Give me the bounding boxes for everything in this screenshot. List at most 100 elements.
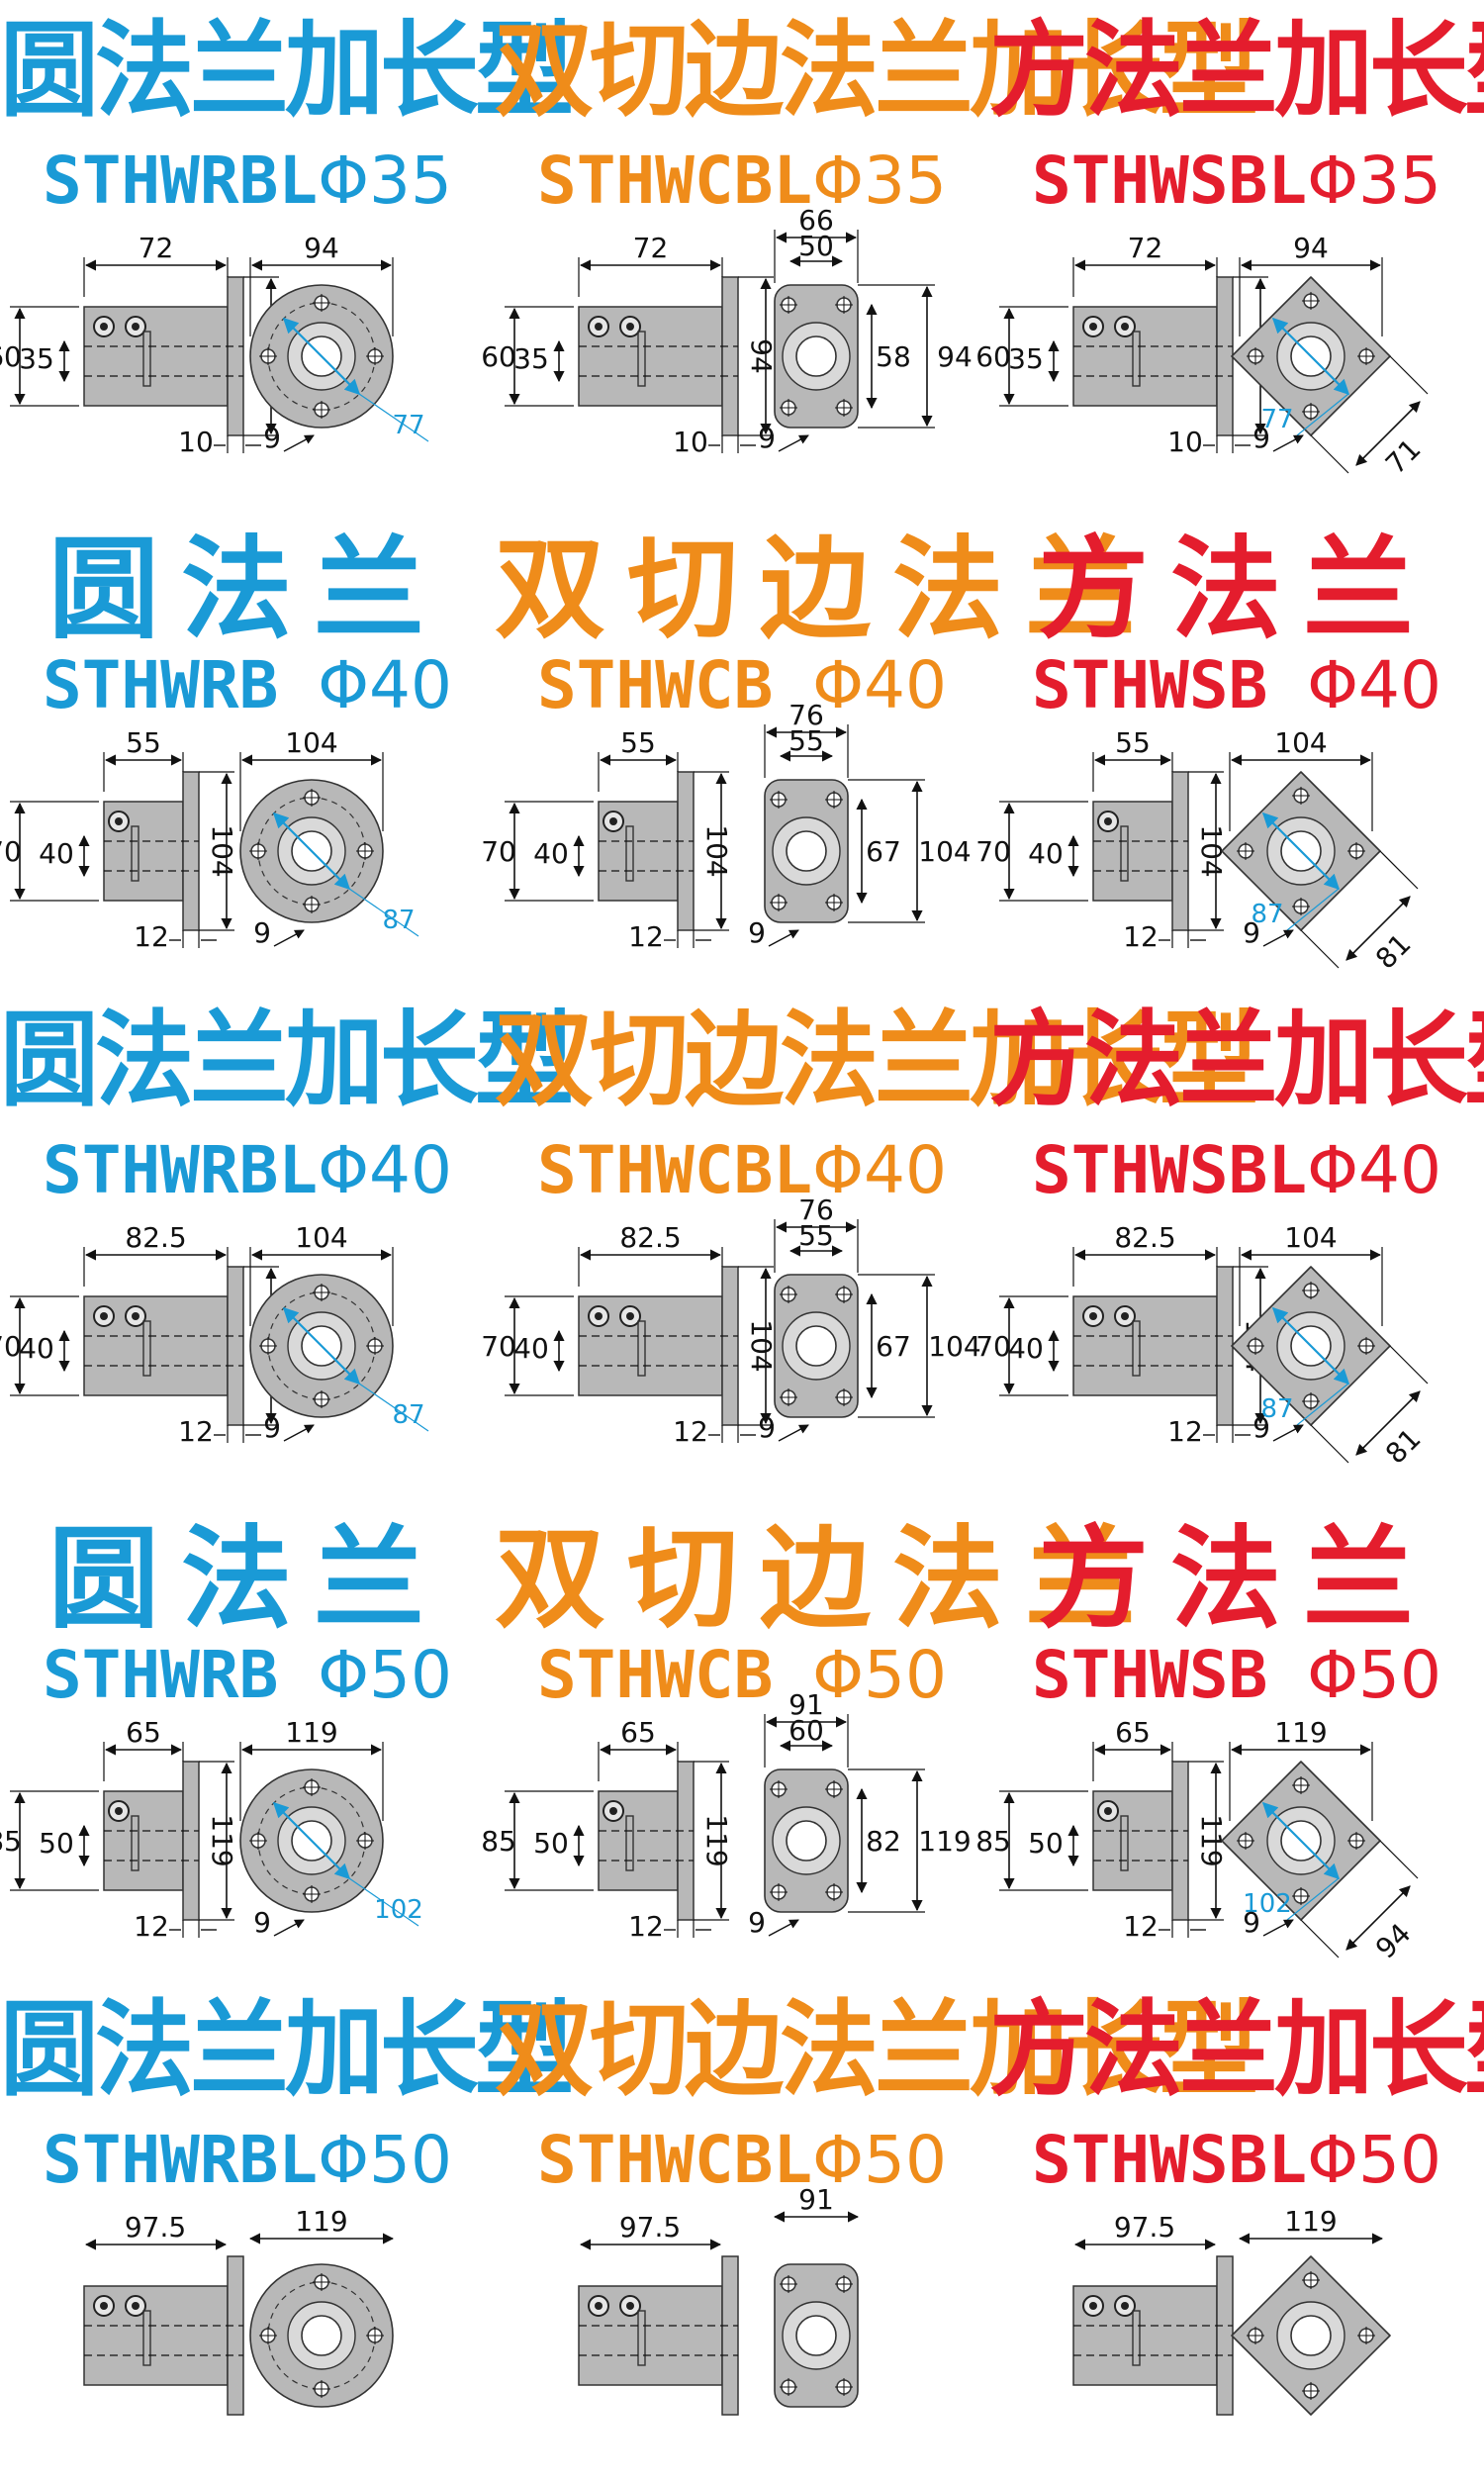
hole-diameter-label: 9	[1243, 1906, 1260, 1939]
pcd-dimension	[1261, 812, 1341, 891]
thickness-label: 12	[134, 1910, 169, 1943]
pcd-label: 102	[1243, 1889, 1292, 1919]
bore-spec: Φ35	[812, 143, 948, 219]
center-height-label: 50	[1028, 1827, 1064, 1860]
model-code: STHWRB	[42, 647, 279, 723]
length-label: 65	[1115, 1716, 1151, 1749]
model-line: STHWSB Φ50	[989, 1643, 1484, 1708]
center-height-label: 40	[39, 837, 74, 870]
model-code: STHWCB	[536, 1637, 774, 1713]
product-title: 方法兰加长型	[989, 1000, 1484, 1121]
product-card-sthwrbl: 圆法兰加长型 STHWRBLΦ50 119 97.5	[0, 1979, 574, 2474]
product-row-3: 圆法兰加长型STHWRBLΦ4082.5704010412104879双切边法兰…	[0, 990, 1484, 1484]
product-card-sthwsbl: 方法兰加长型STHWSBLΦ5011997.5	[989, 1979, 1484, 2474]
pcd-label: 77	[392, 411, 424, 440]
face-width-label: 104	[1274, 726, 1327, 759]
product-title: 方法兰加长型	[989, 10, 1484, 132]
thickness-label: 12	[673, 1415, 708, 1448]
product-title: 双切边法兰加长型	[495, 1989, 1258, 2111]
center-height-label: 35	[19, 342, 54, 375]
dimension-drawing: 72603594109477719	[975, 232, 1429, 481]
pcd-label: 77	[1260, 405, 1293, 434]
square-side-dimension	[1345, 1885, 1411, 1951]
dimension-drawing: 119 97.5	[1072, 2205, 1391, 2416]
flange-plate	[1216, 276, 1234, 436]
face-width-label: 94	[1293, 232, 1329, 264]
product-title: 双切边法兰	[495, 525, 1158, 654]
flange-height-label: 104	[700, 824, 733, 877]
product-title: 方法兰	[1038, 525, 1436, 654]
flange-plate	[227, 2255, 244, 2416]
model-code: STHWCBL	[536, 2122, 813, 2198]
thickness-label: 12	[628, 920, 664, 953]
flange-plate	[1216, 2255, 1234, 2416]
hole-pitch-label: 58	[876, 340, 911, 373]
model-line: STHWRBLΦ50	[0, 2128, 495, 2193]
model-line: STHWRBLΦ35	[0, 148, 495, 214]
hole-diameter-label: 9	[758, 422, 776, 454]
length-label: 97.5	[125, 2211, 186, 2244]
product-card-sthwsbl: 方法兰加长型STHWSBLΦ3572603594109477719	[975, 0, 1484, 495]
height-label: 70	[0, 1330, 22, 1363]
product-title: 圆法兰加长型	[0, 1989, 574, 2111]
length-label: 97.5	[619, 2211, 681, 2244]
product-card-sthwrbl: 圆法兰加长型STHWRBLΦ35726035941094779	[0, 0, 574, 495]
face-width-label: 104	[285, 726, 337, 759]
product-title: 圆法兰	[48, 1515, 446, 1644]
face-width-label: 119	[1284, 2205, 1337, 2238]
center-height-label: 40	[1028, 837, 1064, 870]
hole-diameter-label: 9	[1252, 422, 1270, 454]
length-label: 55	[1115, 726, 1151, 759]
model-code: STHWRBL	[42, 143, 319, 219]
pcd-dimension	[1271, 317, 1350, 396]
length-label: 97.5	[1114, 2211, 1175, 2244]
hole-diameter-label: 9	[263, 1411, 281, 1444]
height-label: 70	[975, 835, 1011, 868]
product-title: 方法兰	[1038, 1515, 1436, 1644]
hole-diameter-label: 9	[748, 916, 766, 949]
pcd-dimension	[282, 317, 361, 396]
hole-diameter-label: 9	[758, 1411, 776, 1444]
product-title: 双切边法兰	[495, 1515, 1158, 1644]
length-label: 65	[620, 1716, 656, 1749]
center-height-label: 40	[19, 1332, 54, 1365]
hole-diameter-label: 9	[1243, 916, 1260, 949]
hole-diameter-label: 9	[748, 1906, 766, 1939]
bore-spec: Φ40	[318, 647, 453, 723]
bore-hole	[786, 1820, 827, 1862]
pcd-dimension	[272, 812, 351, 891]
center-height-label: 40	[533, 837, 569, 870]
flange-height-label: 104	[206, 824, 238, 877]
height-label: 85	[975, 1825, 1011, 1858]
thickness-label: 10	[1167, 426, 1203, 458]
flange-plate	[227, 276, 244, 436]
model-code: STHWRB	[42, 1637, 279, 1713]
model-code: STHWSB	[1031, 1637, 1268, 1713]
face-width-label: 119	[295, 2205, 347, 2238]
product-title: 方法兰加长型	[989, 1989, 1484, 2111]
width-label: 91	[798, 2183, 834, 2216]
bore-hole	[795, 335, 837, 377]
model-line: STHWSBLΦ40	[989, 1138, 1484, 1203]
bore-spec: Φ35	[1307, 143, 1442, 219]
model-line: STHWRBLΦ40	[0, 1138, 495, 1203]
